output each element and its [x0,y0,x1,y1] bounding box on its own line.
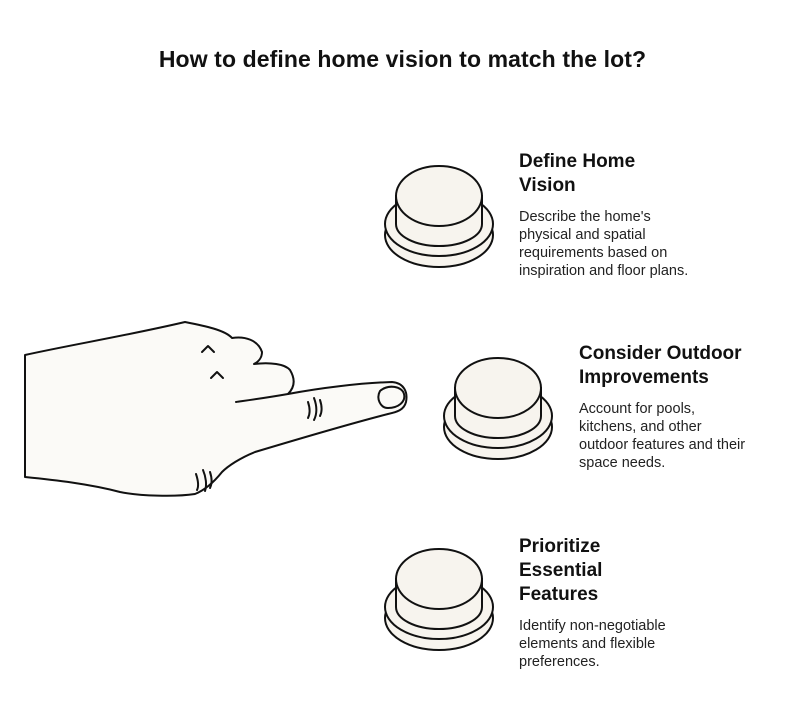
push-button-icon [443,357,553,460]
step-define-home-vision: Define Home Vision Describe the home's p… [519,150,779,280]
step-title: Prioritize Essential Features [519,536,603,605]
pointing-hand-icon [24,321,408,497]
push-button-icon [384,548,494,651]
step-description: Identify non-negotiable elements and fle… [519,618,666,670]
step-prioritize-essential-features: Prioritize Essential Features Identify n… [519,535,779,671]
push-button-icon [384,165,494,268]
step-title: Consider Outdoor Improvements [579,343,742,388]
step-consider-outdoor-improvements: Consider Outdoor Improvements Account fo… [579,342,799,472]
step-title: Define Home Vision [519,151,636,196]
step-description: Describe the home's physical and spatial… [519,209,689,279]
step-description: Account for pools, kitchens, and other o… [579,401,746,471]
diagram-title: How to define home vision to match the l… [158,46,647,72]
